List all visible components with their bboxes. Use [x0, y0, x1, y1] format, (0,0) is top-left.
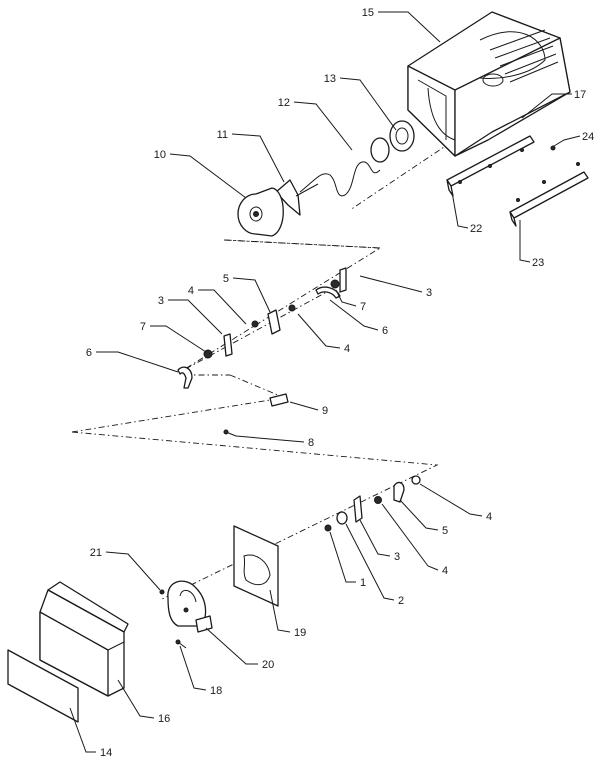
callout-17: 17 [574, 89, 586, 101]
part-11-auger-blade [275, 179, 319, 216]
callout-19: 19 [294, 627, 306, 639]
callout-6-left: 6 [86, 347, 92, 359]
part-14-panel [7, 649, 79, 723]
callout-23: 23 [532, 257, 544, 269]
part-24-screw [550, 145, 556, 151]
callout-3-upper: 3 [426, 287, 432, 299]
part-21-screw [159, 589, 165, 595]
part-12-auger-spring [299, 137, 390, 197]
part-4-washer-upper [251, 304, 296, 328]
callout-24: 24 [582, 131, 594, 143]
callout-18: 18 [210, 685, 222, 697]
callout-10: 10 [154, 149, 166, 161]
part-22-rail [446, 135, 535, 197]
callout-3-lower: 3 [394, 551, 400, 563]
callout-9: 9 [322, 405, 328, 417]
callout-14: 14 [100, 747, 112, 759]
part-16-cover [39, 581, 129, 697]
part-15-ice-bin [407, 11, 571, 157]
part-18-screw [175, 639, 187, 649]
callout-11: 11 [217, 129, 228, 141]
callout-4-mid: 4 [344, 343, 350, 355]
callout-1: 1 [360, 577, 366, 589]
part-20-motor-housing [167, 580, 213, 633]
callout-20: 20 [262, 659, 274, 671]
part-10-drum [237, 187, 284, 237]
callout-2: 2 [398, 595, 404, 607]
callout-15: 15 [362, 7, 374, 19]
callout-13: 13 [324, 73, 336, 85]
part-5-plate-right [393, 481, 405, 503]
part-1-nut [324, 524, 332, 532]
part-7-nut-upper [330, 279, 340, 289]
part-19-gasket [233, 525, 279, 607]
callout-4-right: 4 [486, 511, 492, 523]
part-3-clip-left [223, 333, 233, 357]
callout-8: 8 [308, 437, 314, 449]
part-2-collar [336, 511, 348, 525]
callout-7-upper: 7 [360, 301, 366, 313]
part-4-washer-right [411, 475, 421, 485]
callout-4-lower: 4 [442, 565, 448, 577]
part-3-clip-lower [353, 495, 363, 523]
callout-4-upper: 4 [188, 285, 194, 297]
callout-21: 21 [90, 547, 102, 559]
part-9-coupler [269, 393, 289, 407]
part-13-bearing [389, 120, 415, 152]
part-6-bracket-upper [315, 286, 341, 299]
part-3-clip-upper [339, 267, 347, 293]
callout-5-upper: 5 [223, 273, 229, 285]
callout-22: 22 [470, 223, 482, 235]
part-5-plate-upper [267, 309, 281, 335]
part-4-washer-mid [374, 496, 382, 504]
part-8-pin [223, 429, 237, 437]
callout-5-right: 5 [442, 525, 448, 537]
callout-16: 16 [158, 713, 170, 725]
callout-12: 12 [278, 97, 290, 109]
callout-3-left: 3 [158, 295, 164, 307]
leader-lines [69, 11, 581, 753]
part-23-rail [509, 162, 589, 227]
callout-7-left: 7 [140, 321, 146, 333]
callout-6-upper: 6 [382, 325, 388, 337]
callout-labels: 15 13 17 12 24 11 10 22 23 5 3 4 7 3 6 7… [86, 7, 594, 759]
part-6-bracket-left [177, 366, 193, 389]
